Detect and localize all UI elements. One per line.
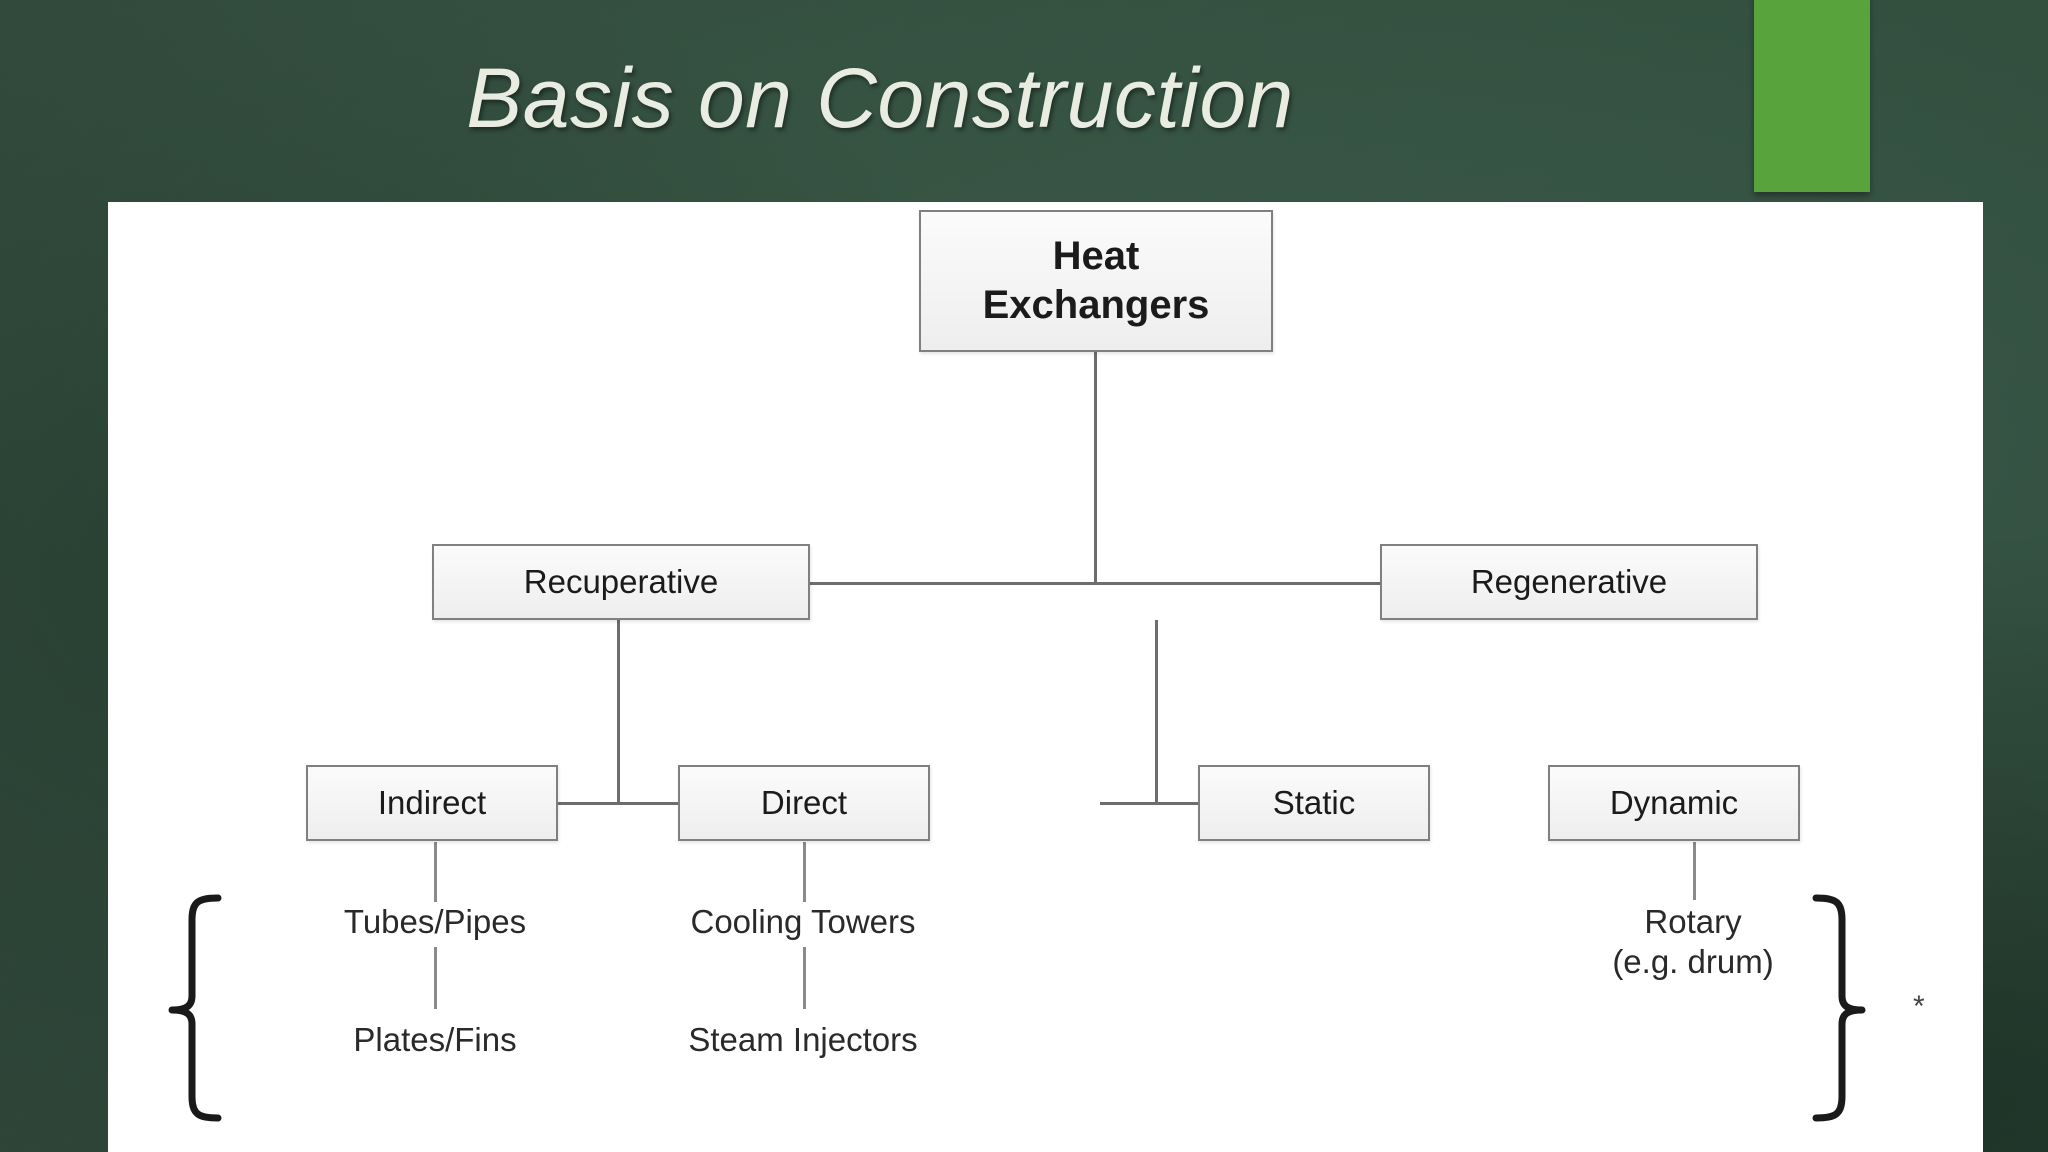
connector-root-down [1094,351,1097,583]
connector-dynamic-leaf [1693,842,1696,900]
leaf-cooling-towers-label: Cooling Towers [690,903,916,940]
node-heat-exchangers-line1: Heat [1052,234,1140,279]
node-heat-exchangers-line2: Exchangers [982,283,1210,327]
connector-direct-leaf2 [803,947,806,1009]
leaf-rotary-line2: (e.g. drum) [1612,943,1774,981]
node-regenerative[interactable]: Regenerative [1380,544,1758,620]
connector-level2-bus [799,582,1390,585]
connector-indirect-leaf1 [434,842,437,902]
node-indirect-label: Indirect [377,784,487,821]
footnote-asterisk: * [1913,990,1925,1023]
leaf-tubes-pipes-label: Tubes/Pipes [343,903,527,940]
node-regenerative-label: Regenerative [1470,563,1668,600]
node-direct-label: Direct [760,784,848,821]
connector-recuperative-bus [558,802,682,805]
leaf-plates-fins-label: Plates/Fins [353,1021,517,1058]
connector-recuperative-down [617,620,620,804]
leaf-cooling-towers: Cooling Towers [653,902,953,942]
node-static-label: Static [1272,784,1356,821]
node-indirect[interactable]: Indirect [306,765,558,841]
leaf-plates-fins: Plates/Fins [314,1020,556,1060]
node-dynamic-label: Dynamic [1609,784,1739,821]
leaf-rotary: Rotary (e.g. drum) [1533,902,1853,983]
diagram-panel: Heat Exchangers Recuperative Regenerativ… [108,202,1983,1152]
node-direct[interactable]: Direct [678,765,930,841]
connector-regenerative-down [1155,620,1158,804]
node-recuperative-label: Recuperative [523,563,719,600]
leaf-tubes-pipes: Tubes/Pipes [314,902,556,942]
node-dynamic[interactable]: Dynamic [1548,765,1800,841]
leaf-steam-injectors-label: Steam Injectors [688,1021,918,1058]
node-static[interactable]: Static [1198,765,1430,841]
node-heat-exchangers[interactable]: Heat Exchangers [919,210,1273,352]
left-curly-brace-icon [168,894,222,1122]
connector-direct-leaf1 [803,842,806,902]
leaf-rotary-line1: Rotary [1644,903,1742,940]
green-accent-bar [1754,0,1870,192]
connector-indirect-leaf2 [434,947,437,1009]
leaf-steam-injectors: Steam Injectors [643,1020,963,1060]
node-recuperative[interactable]: Recuperative [432,544,810,620]
slide-title: Basis on Construction [466,51,1294,145]
